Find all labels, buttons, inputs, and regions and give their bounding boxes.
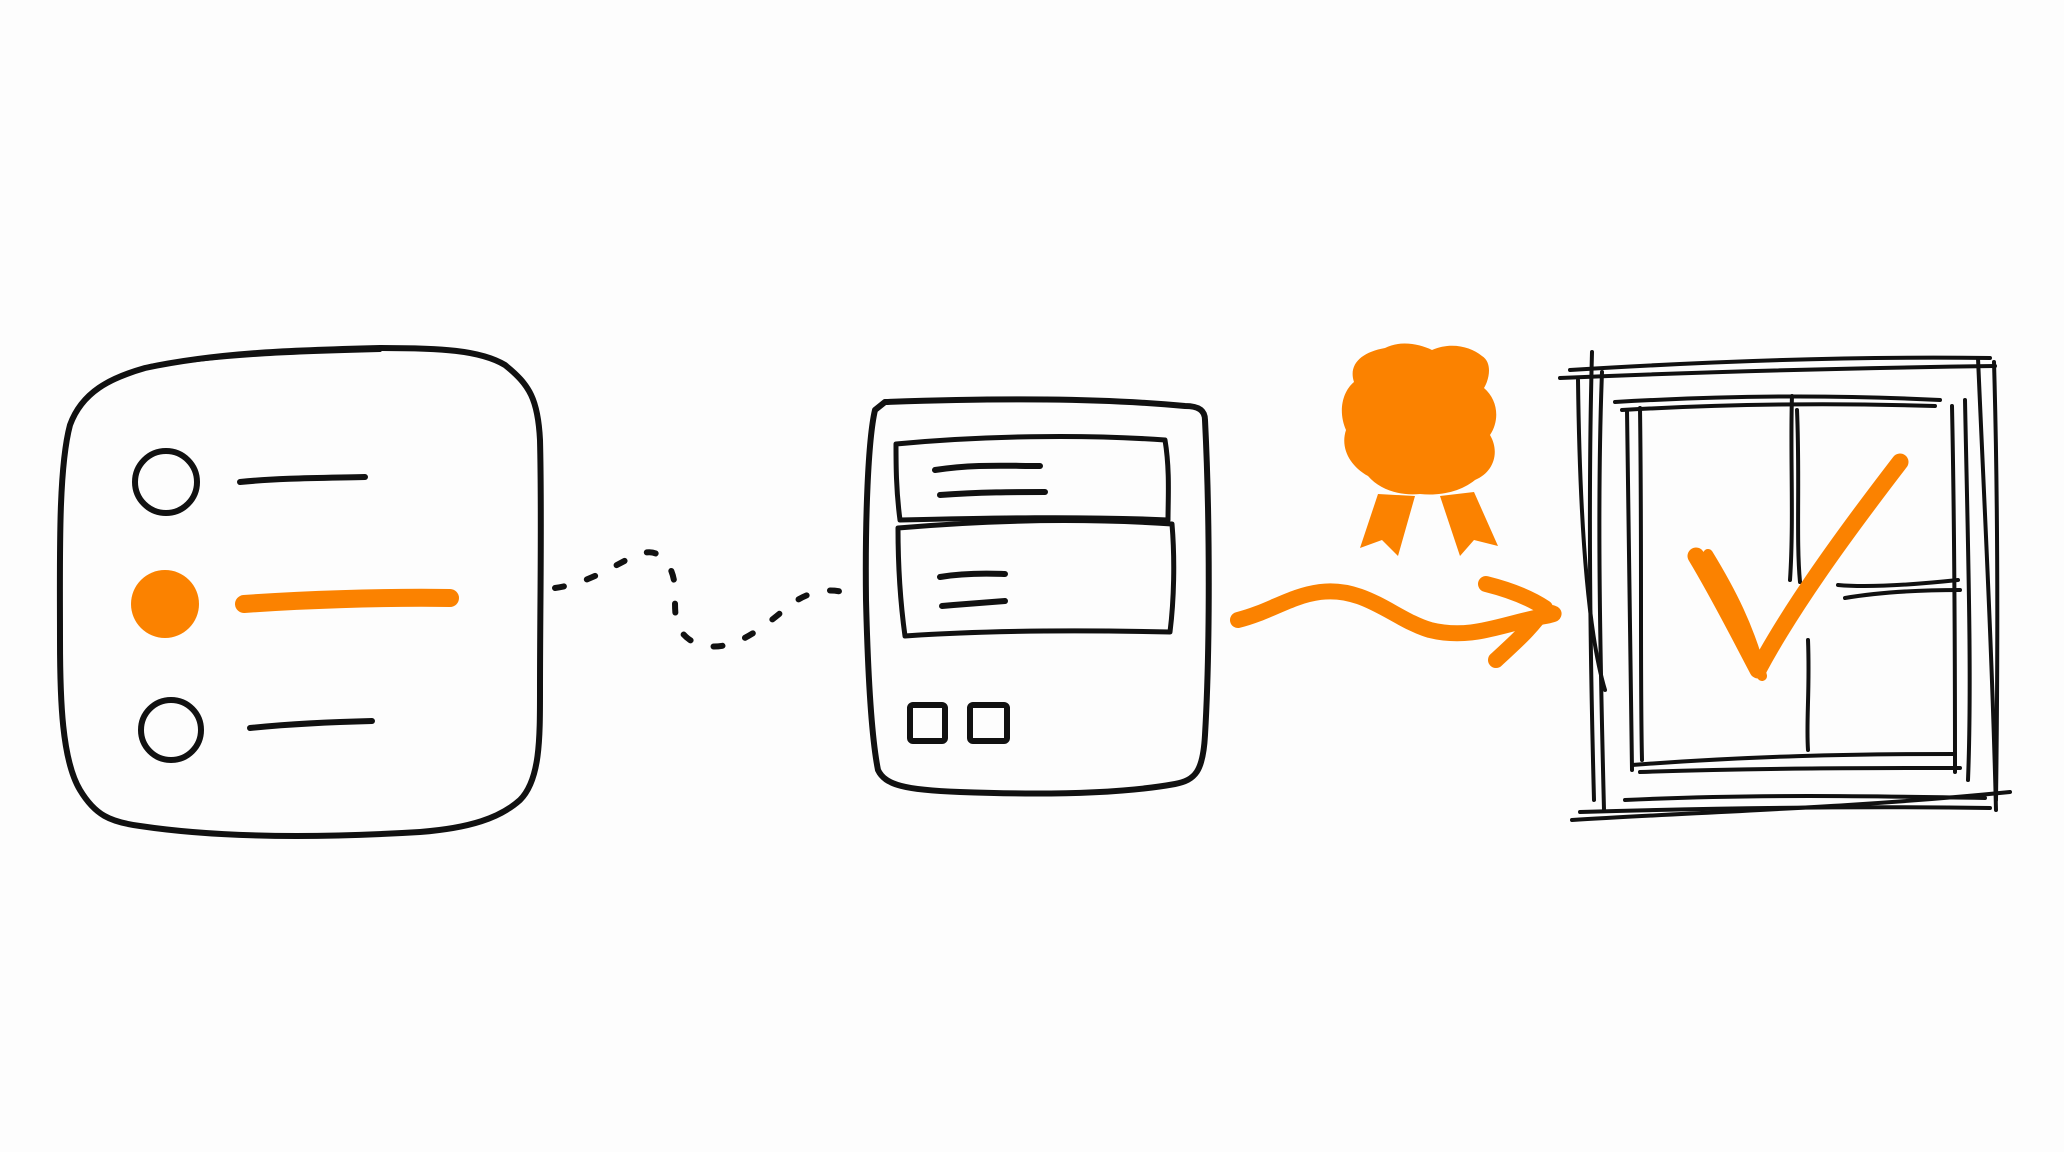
- form-window: [862, 396, 1212, 797]
- option-line-2: [235, 588, 459, 613]
- text-line: [937, 489, 1048, 498]
- approved-grid: [1558, 350, 2012, 822]
- arrow-connector: [1230, 576, 1562, 668]
- text-line: [932, 462, 1043, 473]
- option-line-3: [247, 718, 375, 731]
- form-panel-top: [893, 434, 1171, 523]
- text-line: [939, 598, 1008, 609]
- options-list-card: [56, 345, 544, 839]
- option-row-3: [138, 697, 375, 763]
- checkbox-icon: [907, 702, 948, 744]
- checkmark-icon: [1687, 453, 1909, 679]
- radio-unselected-icon: [132, 448, 200, 516]
- text-line: [937, 570, 1008, 580]
- form-panel-bottom: [895, 518, 1177, 639]
- checkbox-icon: [967, 702, 1010, 744]
- option-line-1: [237, 474, 368, 485]
- option-row-2-selected: [131, 570, 459, 638]
- dotted-connector: [552, 549, 861, 650]
- radio-selected-icon: [131, 570, 199, 638]
- radio-unselected-icon: [138, 697, 204, 763]
- option-row-1: [132, 448, 368, 516]
- award-ribbon-icon: [1341, 343, 1498, 556]
